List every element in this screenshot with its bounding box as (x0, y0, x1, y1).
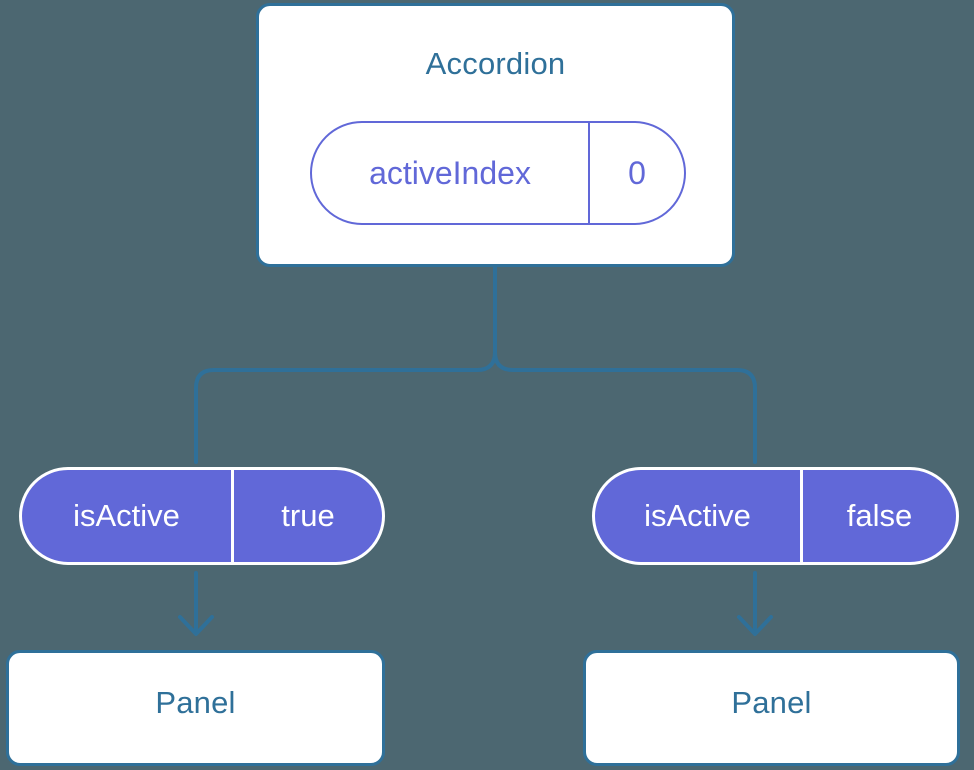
accordion-component-box[interactable]: Accordion activeIndex 0 (256, 3, 735, 267)
accordion-state-pill[interactable]: activeIndex 0 (310, 121, 686, 225)
left-prop-key: isActive (22, 470, 234, 562)
right-panel-title: Panel (731, 685, 812, 720)
left-panel-title: Panel (155, 685, 236, 720)
accordion-state-key: activeIndex (312, 123, 590, 223)
left-prop-pill[interactable]: isActive true (19, 467, 385, 565)
left-panel-component-box[interactable]: Panel (6, 650, 385, 766)
accordion-title: Accordion (425, 46, 566, 81)
right-prop-pill[interactable]: isActive false (592, 467, 959, 565)
accordion-state-value: 0 (628, 154, 646, 191)
right-panel-component-box[interactable]: Panel (583, 650, 960, 766)
right-prop-value: false (846, 498, 913, 533)
arrow-left-pill-to-panel (178, 571, 214, 636)
tree-branch-connector-right (493, 265, 757, 464)
right-prop-key: isActive (595, 470, 803, 562)
left-prop-value: true (281, 498, 335, 533)
arrow-right-pill-to-panel (737, 571, 773, 636)
tree-branch-connector (194, 265, 497, 464)
